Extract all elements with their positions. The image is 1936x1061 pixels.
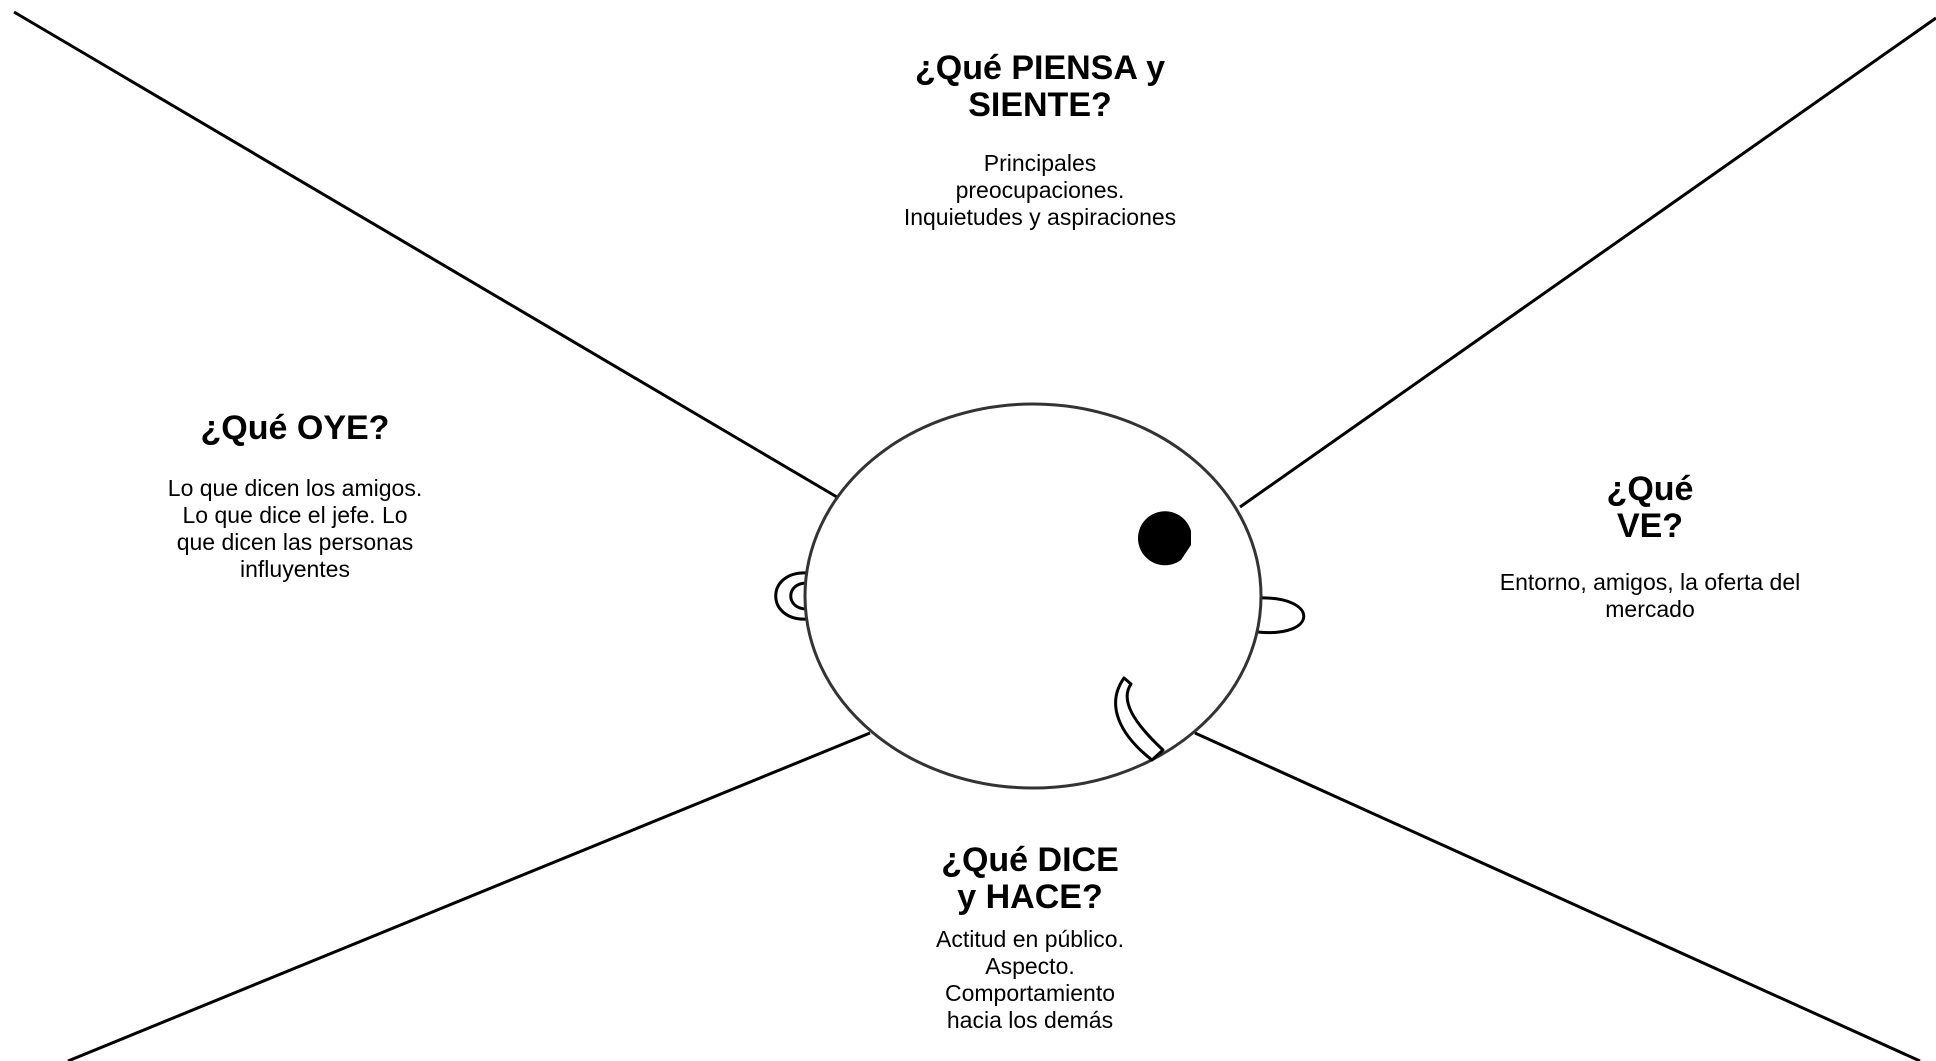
left-ear-inner-icon — [789, 581, 809, 611]
description-line: Lo que dicen los amigos. — [167, 475, 423, 501]
title-line: y HACE? — [957, 878, 1103, 916]
section-description: Principales preocupaciones. Inquietudes … — [860, 150, 1220, 231]
description-line: que dicen las personas — [176, 529, 414, 555]
description-line: Principales — [983, 150, 1097, 176]
title-line: ¿Qué OYE? — [200, 409, 390, 447]
divider-line-bottom-right — [1194, 731, 1921, 1061]
description-line: Lo que dice el jefe. Lo — [182, 502, 408, 528]
title-line: ¿Qué DICE — [941, 841, 1119, 879]
description-line: preocupaciones. — [955, 177, 1125, 203]
section-oye: ¿Qué OYE? Lo que dicen los amigos. Lo qu… — [125, 410, 465, 583]
description-line: influyentes — [240, 556, 350, 582]
description-line: Comportamiento — [944, 980, 1116, 1006]
description-line: Actitud en público. — [936, 926, 1124, 952]
description-line: Entorno, amigos, la oferta del — [1499, 569, 1801, 595]
section-piensa-siente: ¿Qué PIENSA y SIENTE? Principales preocu… — [860, 50, 1220, 231]
title-line: SIENTE? — [968, 86, 1112, 124]
section-description: Lo que dicen los amigos. Lo que dice el … — [125, 475, 465, 583]
right-ear-icon — [1257, 596, 1306, 635]
section-title: ¿Qué OYE? — [125, 410, 465, 447]
nose-icon — [1114, 676, 1165, 762]
section-dice-hace: ¿Qué DICE y HACE? Actitud en público. As… — [880, 842, 1180, 1034]
section-title: ¿Qué VE? — [1460, 471, 1840, 545]
description-line: Inquietudes y aspiraciones — [903, 204, 1177, 230]
head-icon — [803, 402, 1263, 790]
section-title: ¿Qué PIENSA y SIENTE? — [860, 50, 1220, 124]
description-line: Aspecto. — [985, 953, 1075, 979]
title-line: VE? — [1616, 507, 1684, 545]
title-line: ¿Qué — [1606, 470, 1694, 508]
section-description: Entorno, amigos, la oferta del mercado — [1460, 569, 1840, 623]
section-title: ¿Qué DICE y HACE? — [880, 842, 1180, 916]
divider-line-bottom-left — [67, 731, 871, 1061]
divider-line-top-right — [1239, 16, 1936, 509]
divider-line-top-left — [13, 10, 843, 502]
description-line: hacia los demás — [946, 1007, 1114, 1033]
section-ve: ¿Qué VE? Entorno, amigos, la oferta del … — [1460, 471, 1840, 623]
section-description: Actitud en público. Aspecto. Comportamie… — [880, 926, 1180, 1034]
description-line: mercado — [1605, 596, 1695, 622]
eye-icon — [1137, 511, 1191, 566]
title-line: ¿Qué PIENSA y — [914, 49, 1166, 87]
